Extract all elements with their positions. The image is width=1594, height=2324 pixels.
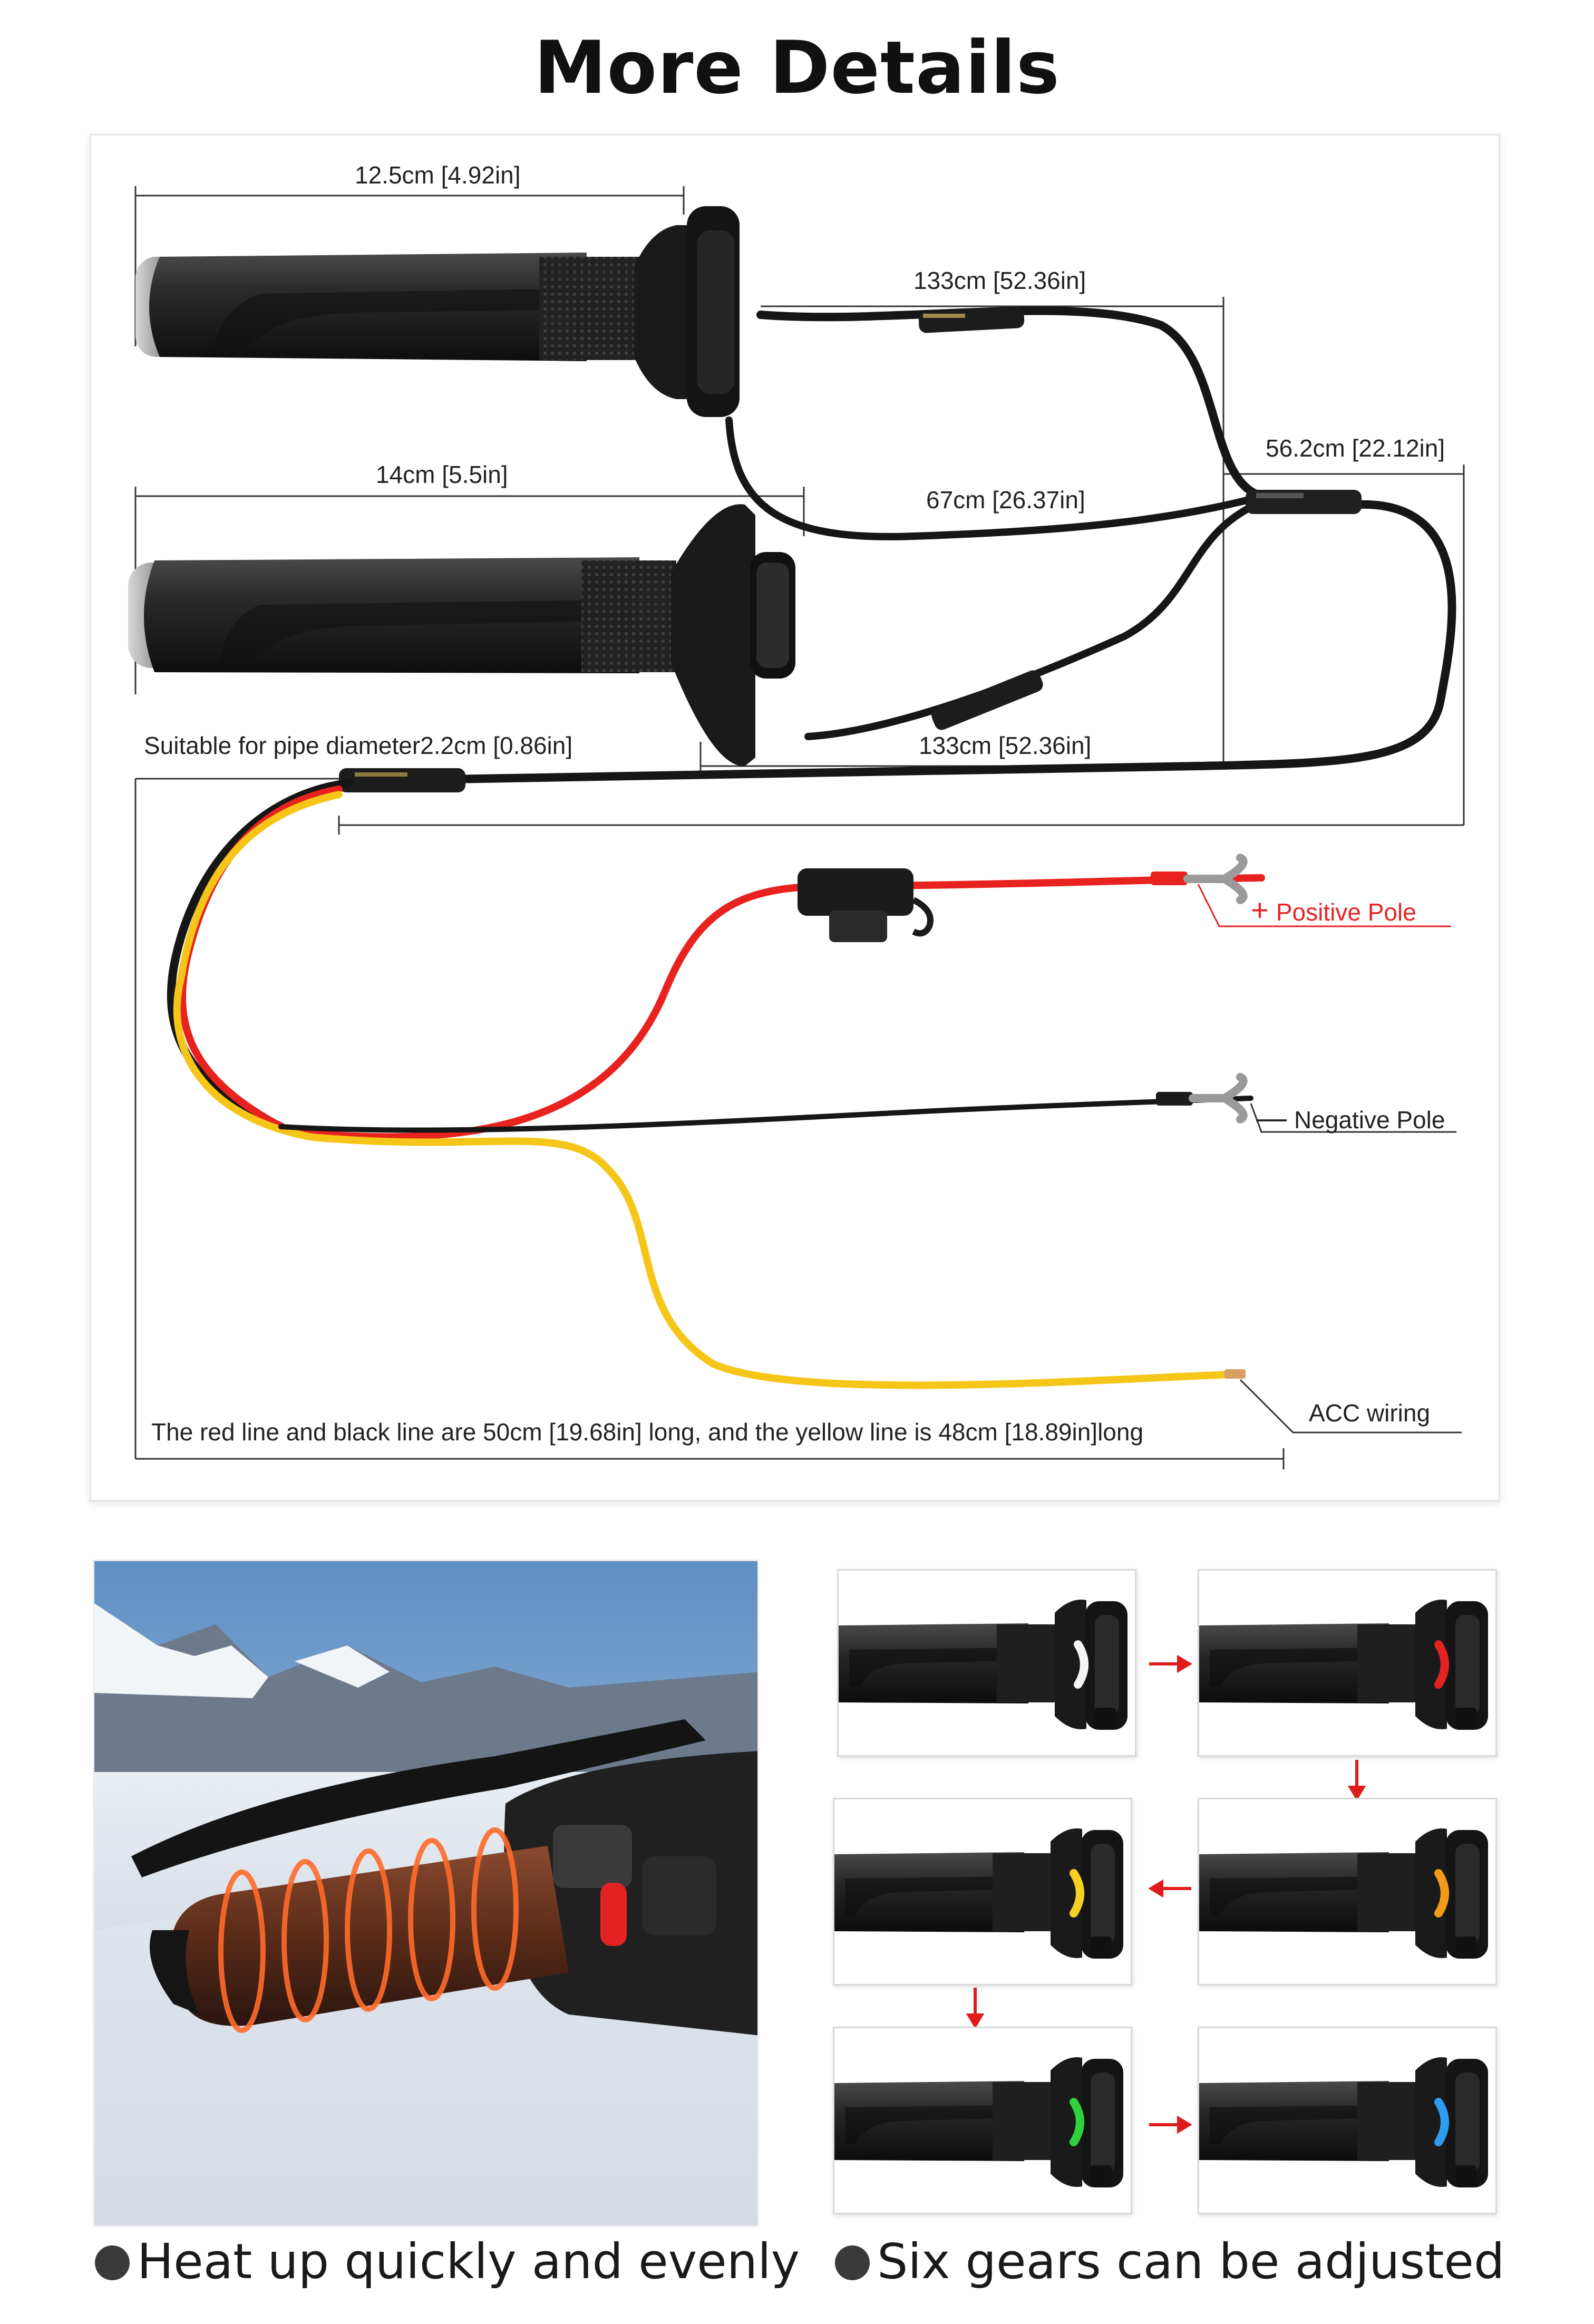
gear-level-3 xyxy=(833,1798,1132,1986)
fuse-holder xyxy=(798,868,934,942)
grip-bottom-length-label: 14cm [5.5in] xyxy=(376,461,508,488)
pipe-diameter-label: Suitable for pipe diameter2.2cm [0.86in] xyxy=(144,732,573,759)
gear-indicator-light xyxy=(1070,1869,1084,1918)
gear-level-6 xyxy=(1198,2027,1497,2214)
cable-main-length-label: 56.2cm [22.12in] xyxy=(1266,434,1445,462)
gear-indicator-light xyxy=(1434,2098,1449,2146)
gear-level-2 xyxy=(1198,1569,1497,1757)
connectors xyxy=(339,307,1362,792)
lead-lengths-label: The red line and black line are 50cm [19… xyxy=(151,1418,1144,1446)
gear-indicator-light xyxy=(1434,1869,1449,1918)
grip-top xyxy=(135,206,740,417)
grip-top-length-label: 12.5cm [4.92in] xyxy=(355,161,521,189)
positive-pole-label: +Positive Pole xyxy=(1251,893,1416,927)
gears-caption: Six gears can be adjusted xyxy=(835,2233,1504,2290)
terminals xyxy=(1151,854,1248,1379)
gear-level-4 xyxy=(1198,1798,1497,1986)
cable-top-length-label: 133cm [52.36in] xyxy=(913,267,1086,294)
gear-level-5 xyxy=(833,2027,1132,2214)
gear-level-1 xyxy=(837,1569,1136,1757)
gear-indicator-light xyxy=(1070,2098,1084,2146)
cable-harness xyxy=(414,306,1456,784)
power-leads xyxy=(167,779,1265,1389)
negative-pole-label: —Negative Pole xyxy=(1256,1101,1445,1135)
wiring-diagram-drawing xyxy=(128,186,1465,1469)
gear-arrows xyxy=(966,1654,1366,2134)
gear-levels-panel xyxy=(833,1560,1503,2227)
heat-caption: Heat up quickly and evenly xyxy=(95,2233,800,2290)
page-title: More Details xyxy=(534,25,1060,110)
heat-demo-illustration xyxy=(94,1561,757,2225)
heat-demo-photo xyxy=(93,1560,759,2227)
gear-indicator-light xyxy=(1074,1640,1088,1689)
acc-wiring-label: ACC wiring xyxy=(1309,1399,1431,1427)
cable-middle-length-label: 67cm [26.37in] xyxy=(926,486,1085,514)
gear-indicator-light xyxy=(1434,1640,1449,1689)
dimension-lines xyxy=(134,186,1465,1469)
bullet-dot-icon xyxy=(95,2245,130,2280)
minus-icon: — xyxy=(1256,1101,1287,1135)
grip-bottom xyxy=(128,504,795,767)
wiring-diagram: 12.5cm [4.92in] 133cm [52.36in] 56.2cm [… xyxy=(90,134,1500,1502)
cable-bottom-length-label: 133cm [52.36in] xyxy=(919,732,1092,759)
bullet-dot-icon xyxy=(835,2245,870,2280)
plus-icon: + xyxy=(1251,893,1269,927)
callout-lines xyxy=(1197,884,1462,1434)
